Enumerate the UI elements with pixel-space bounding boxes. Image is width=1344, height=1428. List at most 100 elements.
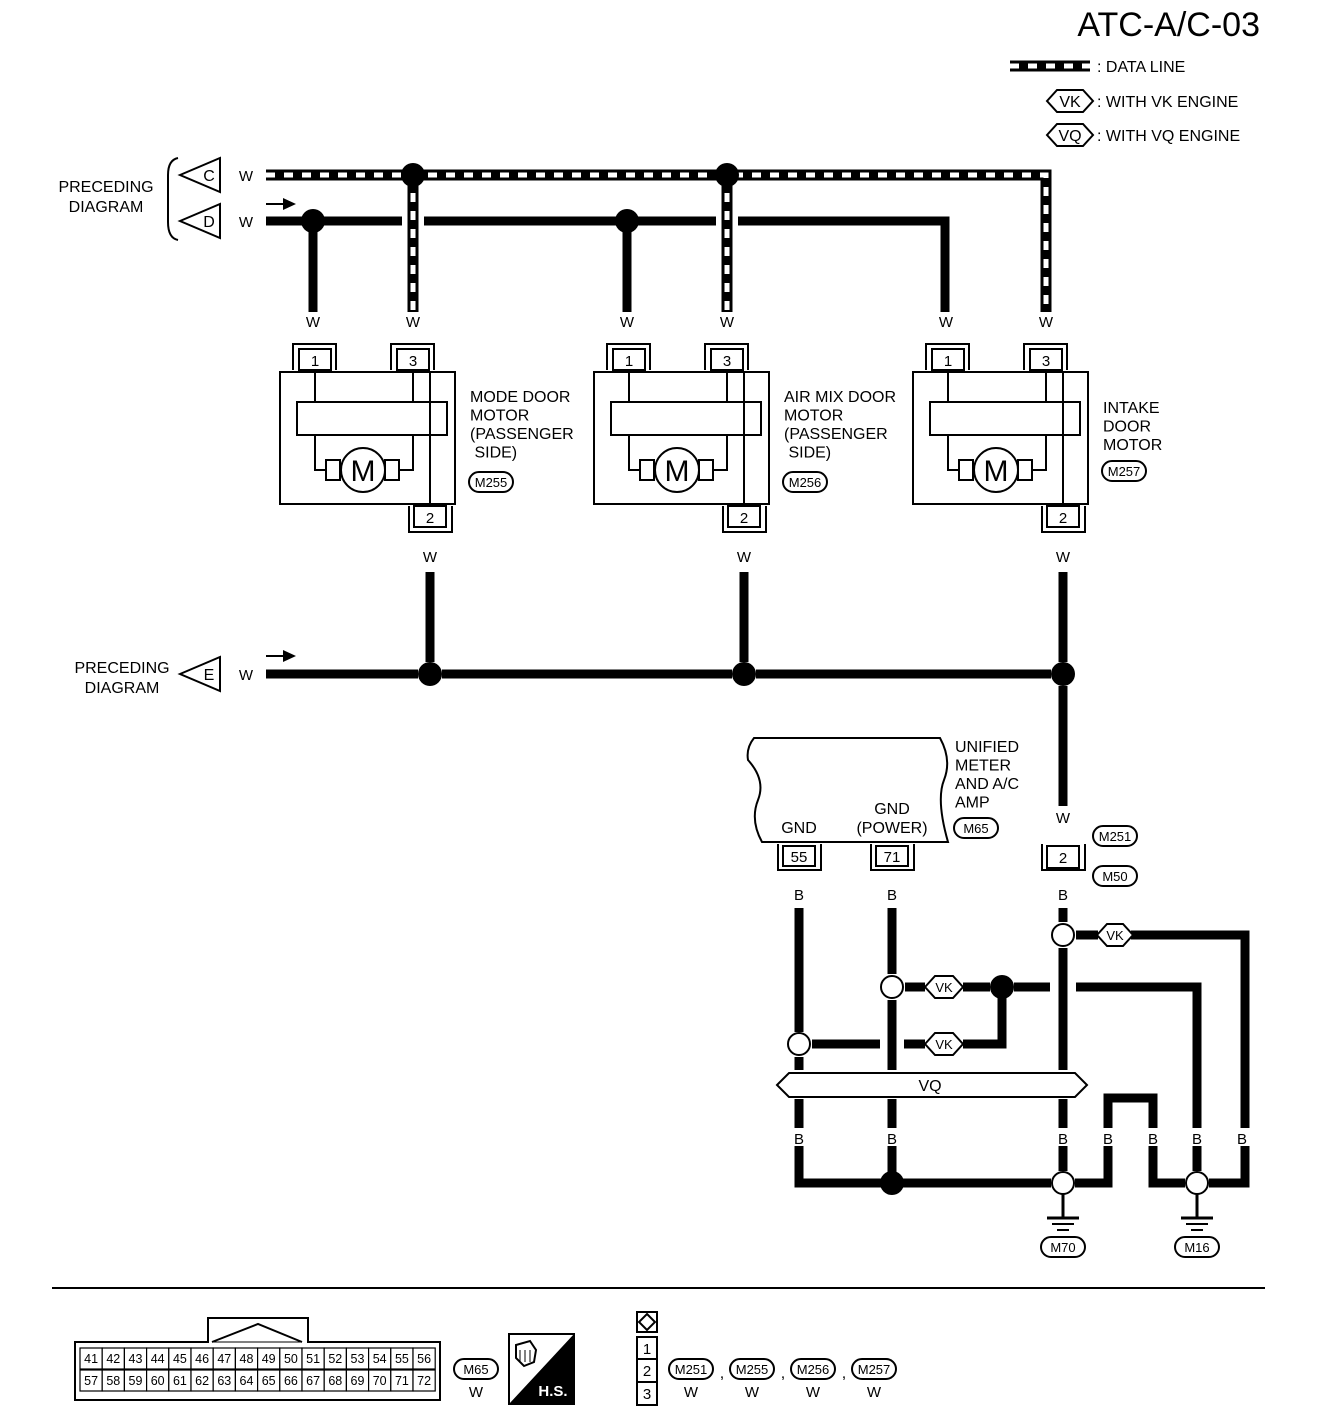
page-title: ATC-A/C-03 [1077,6,1260,44]
joint-connector: 2 [1041,844,1086,871]
wire-color-label: W [239,168,254,185]
motor-output-wire-labels: W W W [423,549,1071,566]
svg-text:B: B [1148,1131,1158,1148]
cavity-number: 49 [262,1352,276,1366]
connector-c: C [177,156,221,194]
wire-color-label: W [239,667,254,684]
svg-text:W: W [737,549,752,566]
motor-icon: M [984,455,1009,488]
legend-vk-tag: VK [1059,94,1081,111]
legend-data-line-text: : DATA LINE [1097,59,1185,76]
svg-text:B: B [887,1131,897,1148]
svg-text:,: , [720,1365,724,1382]
wire-color-label: W [239,214,254,231]
hs-badge: H.S. [508,1333,575,1405]
svg-text:W: W [867,1384,882,1401]
three-pin-connector-face: 1 2 3 [636,1311,658,1406]
svg-text:W: W [720,314,735,331]
cavity-number: 43 [129,1352,143,1366]
cavity-number: 46 [195,1352,209,1366]
svg-text:M256: M256 [789,475,822,490]
m65-color: W [469,1384,484,1401]
data-line-c [266,163,1052,312]
svg-text:W: W [406,314,421,331]
cavity-number: 66 [284,1374,298,1388]
svg-text:W: W [806,1384,821,1401]
svg-text:B: B [1058,887,1068,904]
svg-text:B: B [887,887,897,904]
svg-text:M256: M256 [797,1362,830,1377]
cavity-number: 42 [106,1352,120,1366]
svg-text:55: 55 [791,849,808,866]
brace [167,157,179,241]
svg-text:M65: M65 [963,821,988,836]
svg-text:M255: M255 [475,475,508,490]
cavity-number: 59 [129,1374,143,1388]
svg-text:B: B [794,887,804,904]
svg-text:D: D [203,214,215,231]
cavity-number: 70 [373,1374,387,1388]
svg-text:W: W [1039,314,1054,331]
ground-icon [1047,1194,1079,1231]
connector-d: D [177,202,221,240]
svg-text:2: 2 [1059,510,1067,527]
cavity-number: 47 [217,1352,231,1366]
cavity-number: 71 [395,1374,409,1388]
legend-vk-tag-shape [1045,89,1095,113]
svg-text:3: 3 [1042,353,1050,370]
svg-text:H.S.: H.S. [538,1383,567,1400]
svg-text:B: B [794,1131,804,1148]
svg-text:W: W [745,1384,760,1401]
motor-icon: M [351,455,376,488]
svg-text:B: B [1237,1131,1247,1148]
cavity-number: 61 [173,1374,187,1388]
legend-vq-text: : WITH VQ ENGINE [1097,128,1240,145]
mode-door-motor: 1 3 2 M [279,343,456,533]
svg-text:1: 1 [944,353,952,370]
svg-text:1: 1 [311,353,319,370]
cavity-number: 63 [217,1374,231,1388]
svg-text:,: , [842,1365,846,1382]
cavity-number: 72 [417,1374,431,1388]
svg-text:W: W [939,314,954,331]
svg-text:W: W [423,549,438,566]
cavity-number: 44 [151,1352,165,1366]
ground-code-m70: M70 [1040,1236,1086,1258]
svg-text:71: 71 [884,849,901,866]
svg-text:VQ: VQ [918,1078,941,1095]
connector-code-m65: M65 [953,817,999,839]
ground-network-lower [794,1093,1250,1195]
svg-text:M65: M65 [463,1362,488,1377]
svg-text:1: 1 [625,353,633,370]
motor-input-wire-labels: W W W W W W [306,314,1054,331]
svg-text:2: 2 [740,510,748,527]
svg-text:W: W [620,314,635,331]
connector-e: E [177,655,221,693]
arrow-icon [266,198,296,210]
svg-text:W: W [1056,549,1071,566]
svg-text:VK: VK [1106,928,1124,943]
cavity-number: 41 [84,1352,98,1366]
wire-color-label: W [1056,810,1071,827]
svg-text:M257: M257 [1108,464,1141,479]
svg-text:C: C [203,168,215,185]
legend-vq-tag-shape [1045,123,1095,147]
vk-tag: VK [923,1032,965,1056]
svg-text:VK: VK [935,1037,953,1052]
cavity-number: 48 [240,1352,254,1366]
arrow-icon [266,650,296,662]
svg-text:M257: M257 [858,1362,891,1377]
cavity-number: 64 [240,1374,254,1388]
svg-text:B: B [1103,1131,1113,1148]
cavity-number: 65 [262,1374,276,1388]
svg-text:M70: M70 [1050,1240,1075,1255]
svg-text:3: 3 [723,353,731,370]
ground-network [787,908,1250,1128]
cavity-number: 60 [151,1374,165,1388]
wire-d [266,209,950,312]
cavity-number: 57 [84,1374,98,1388]
